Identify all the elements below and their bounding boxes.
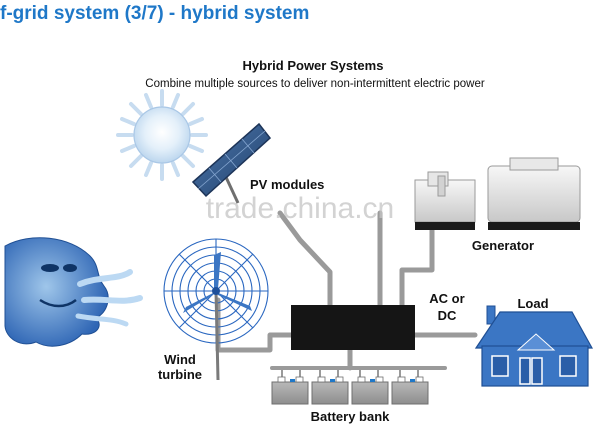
wire-generator — [399, 219, 435, 308]
house-icon — [474, 305, 594, 387]
controller-inverter-box — [291, 305, 415, 350]
wind-turbine-label-line2: turbine — [158, 367, 202, 382]
sun-icon — [116, 89, 208, 181]
ac-dc-label-line2: DC — [438, 308, 457, 323]
wiring — [215, 210, 478, 371]
load-label: Load — [517, 296, 548, 311]
generator-icon — [414, 157, 581, 230]
wire-pv-left — [277, 210, 333, 308]
wind-face-icon — [4, 237, 143, 347]
battery-bank-icon — [271, 368, 429, 405]
battery-bank-label: Battery bank — [311, 409, 391, 424]
ac-dc-label-line1: AC or — [429, 291, 464, 306]
watermark: trade.china.cn — [206, 192, 394, 225]
wind-turbine-icon — [163, 238, 269, 381]
wind-turbine-label-line1: Wind — [164, 352, 196, 367]
generator-label: Generator — [472, 238, 534, 253]
pv-modules-label: PV modules — [250, 177, 324, 192]
diagram-subtitle: Combine multiple sources to deliver non-… — [145, 78, 485, 90]
slide-title: f-grid system (3/7) - hybrid system — [0, 3, 310, 24]
diagram-title: Hybrid Power Systems — [243, 58, 384, 73]
pv-panel-icon — [191, 122, 272, 204]
